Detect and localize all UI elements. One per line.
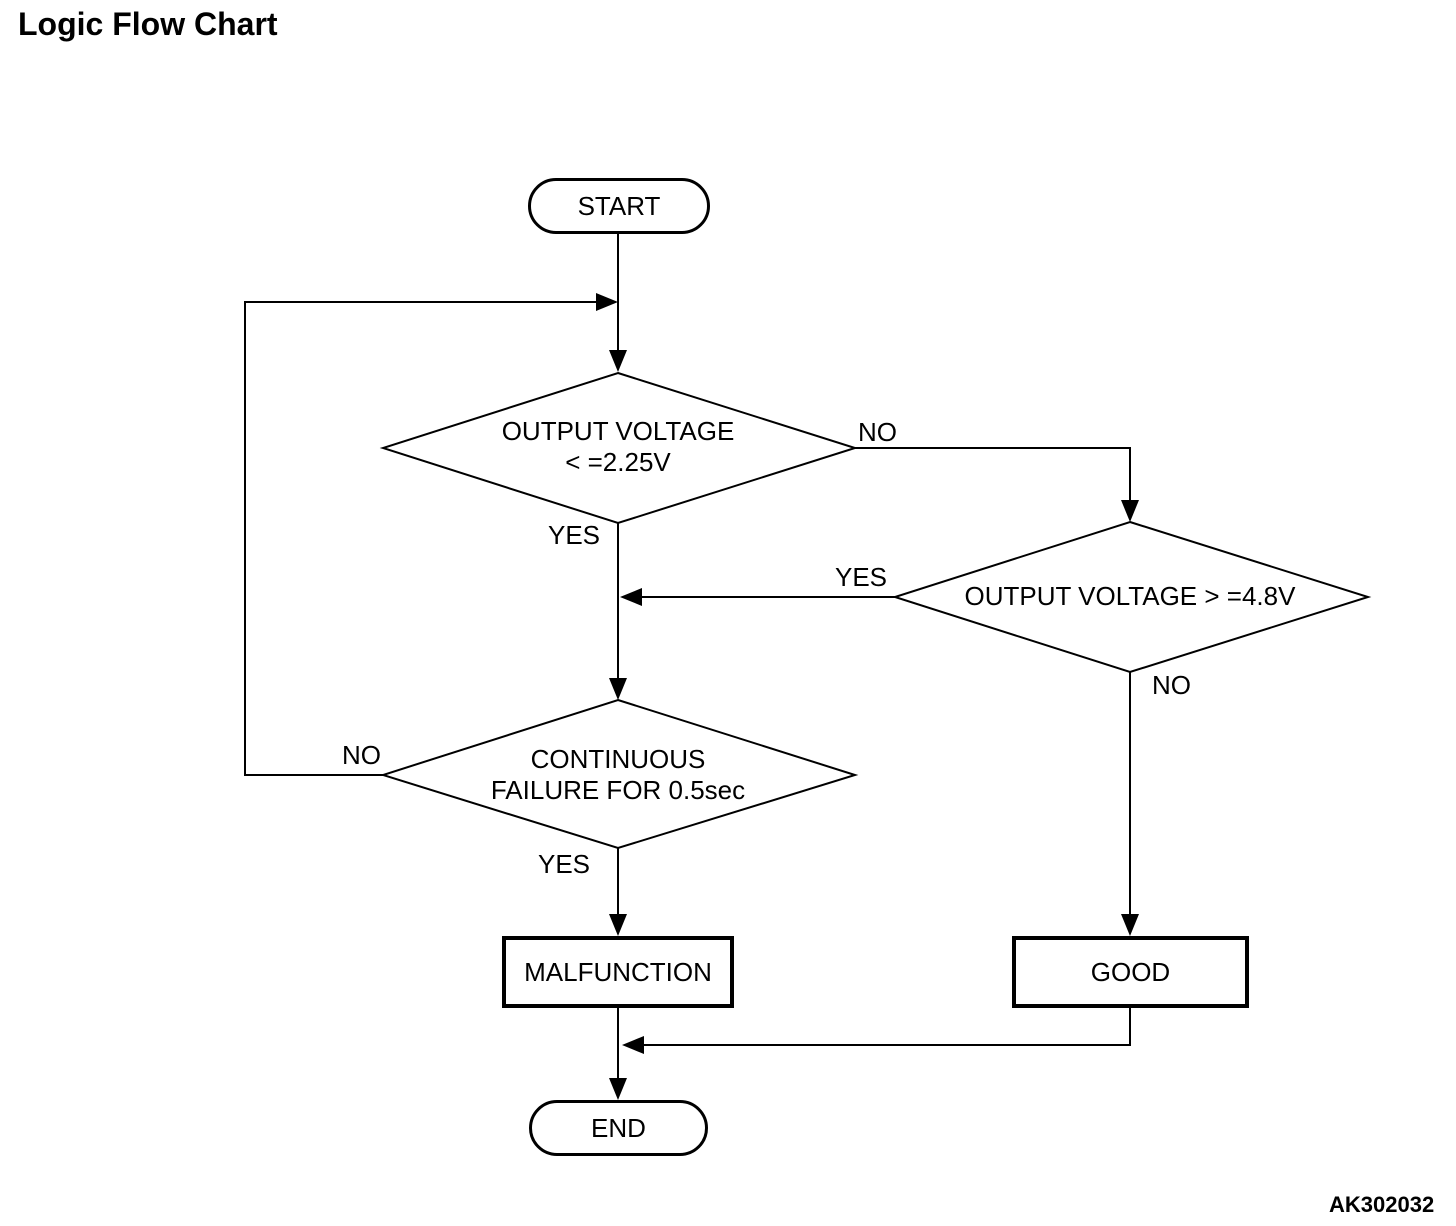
decision-output-low-line2: < =2.25V bbox=[565, 447, 671, 477]
edge-good-join bbox=[644, 1007, 1131, 1046]
arrowhead-decision2-top bbox=[1121, 500, 1139, 522]
decision-output-high-label: OUTPUT VOLTAGE > =4.8V bbox=[964, 581, 1296, 611]
arrowhead-good-top bbox=[1121, 914, 1139, 936]
arrowhead-decision1-top bbox=[609, 350, 627, 372]
decision-continuous-failure-label: CONTINUOUS FAILURE FOR 0.5sec bbox=[458, 744, 778, 806]
arrowhead-malfunction-top bbox=[609, 914, 627, 936]
edge-label-decision2-no: NO bbox=[1152, 670, 1191, 700]
arrowhead-good-join bbox=[622, 1036, 644, 1054]
decision-continuous-failure-line2: FAILURE FOR 0.5sec bbox=[490, 775, 746, 805]
arrowhead-loop-join bbox=[596, 293, 618, 311]
edge-label-decision1-yes: YES bbox=[548, 520, 601, 550]
node-end: END bbox=[529, 1100, 708, 1156]
node-good-label: GOOD bbox=[1090, 957, 1171, 987]
arrowhead-decision3-top bbox=[609, 678, 627, 700]
decision-output-low-label: OUTPUT VOLTAGE < =2.25V bbox=[458, 416, 778, 478]
page-title: Logic Flow Chart bbox=[18, 6, 278, 42]
decision-output-low-line1: OUTPUT VOLTAGE bbox=[501, 416, 735, 446]
node-malfunction-label: MALFUNCTION bbox=[524, 957, 712, 987]
edge-loop-no-return bbox=[244, 301, 596, 776]
arrowhead-decision2-yes-join bbox=[620, 588, 642, 606]
edge-label-decision1-no: NO bbox=[858, 417, 897, 447]
edge-label-decision2-yes: YES bbox=[835, 562, 888, 592]
edge-label-decision3-yes: YES bbox=[538, 849, 591, 879]
figure-code: AK302032 bbox=[1329, 1192, 1435, 1217]
edge-decision1-no bbox=[855, 447, 1131, 500]
node-end-label: END bbox=[591, 1113, 646, 1143]
node-malfunction: MALFUNCTION bbox=[502, 936, 734, 1008]
node-start: START bbox=[528, 178, 710, 234]
edge-label-decision3-no: NO bbox=[342, 740, 381, 770]
arrowhead-end-top bbox=[609, 1078, 627, 1100]
node-start-label: START bbox=[577, 191, 661, 221]
decision-continuous-failure-line1: CONTINUOUS bbox=[530, 744, 706, 774]
node-good: GOOD bbox=[1012, 936, 1249, 1008]
